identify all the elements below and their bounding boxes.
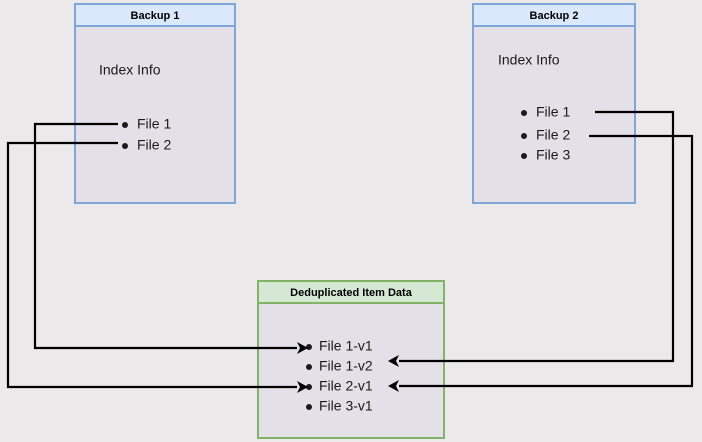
backup1-index-info-label: Index Info bbox=[99, 62, 161, 78]
dedup-item-1: File 1-v2 bbox=[319, 358, 373, 374]
dedup-item-2: File 2-v1 bbox=[319, 378, 373, 394]
backup2-box[interactable]: Backup 2 Index Info File 1 File 2 File 3 bbox=[472, 3, 636, 204]
connector-backup1-file2-to-file2v1 bbox=[6, 141, 308, 393]
backup2-header bbox=[472, 3, 636, 27]
connector-backup2-file1-to-file1v2 bbox=[388, 110, 675, 367]
arrowhead-right-file2v1 bbox=[297, 381, 308, 393]
arrowhead-left-file1v2 bbox=[388, 355, 399, 367]
dedup-title: Deduplicated Item Data bbox=[290, 287, 413, 299]
backup2-body bbox=[472, 3, 636, 204]
dedup-header bbox=[257, 280, 445, 304]
backup2-index-info-label: Index Info bbox=[498, 52, 560, 68]
backup1-box[interactable]: Backup 1 Index Info File 1 File 2 bbox=[74, 3, 236, 204]
arrowhead-right-file1v1 bbox=[297, 342, 308, 354]
backup1-title: Backup 1 bbox=[131, 10, 180, 22]
backup1-body bbox=[74, 3, 236, 204]
dedup-box[interactable]: Deduplicated Item Data File 1-v1 File 1-… bbox=[257, 280, 445, 439]
backup1-item-0: File 1 bbox=[137, 116, 171, 132]
backup2-item-2: File 3 bbox=[536, 147, 570, 163]
connector-backup2-file2-to-file2v1 bbox=[388, 134, 694, 392]
arrowhead-left-file2v1 bbox=[388, 380, 399, 392]
backup1-item-1: File 2 bbox=[137, 137, 171, 153]
dedup-body bbox=[257, 280, 445, 439]
backup2-bullet-2 bbox=[521, 153, 527, 159]
backup2-item-1: File 2 bbox=[536, 127, 570, 143]
dedup-item-3: File 3-v1 bbox=[319, 398, 373, 414]
connector-backup1-file1-to-file1v1 bbox=[33, 122, 308, 354]
backup2-bullet-1 bbox=[521, 133, 527, 139]
backup1-header bbox=[74, 3, 236, 27]
dedup-item-0: File 1-v1 bbox=[319, 338, 373, 354]
dedup-bullet-1 bbox=[306, 364, 312, 370]
backup2-item-0: File 1 bbox=[536, 104, 570, 120]
backup2-title: Backup 2 bbox=[530, 10, 579, 22]
dedup-bullet-0 bbox=[306, 344, 312, 350]
backup1-bullet-1 bbox=[122, 143, 128, 149]
dedup-bullet-2 bbox=[306, 384, 312, 390]
dedup-bullet-3 bbox=[306, 404, 312, 410]
backup2-bullet-0 bbox=[521, 110, 527, 116]
backup1-bullet-0 bbox=[122, 122, 128, 128]
